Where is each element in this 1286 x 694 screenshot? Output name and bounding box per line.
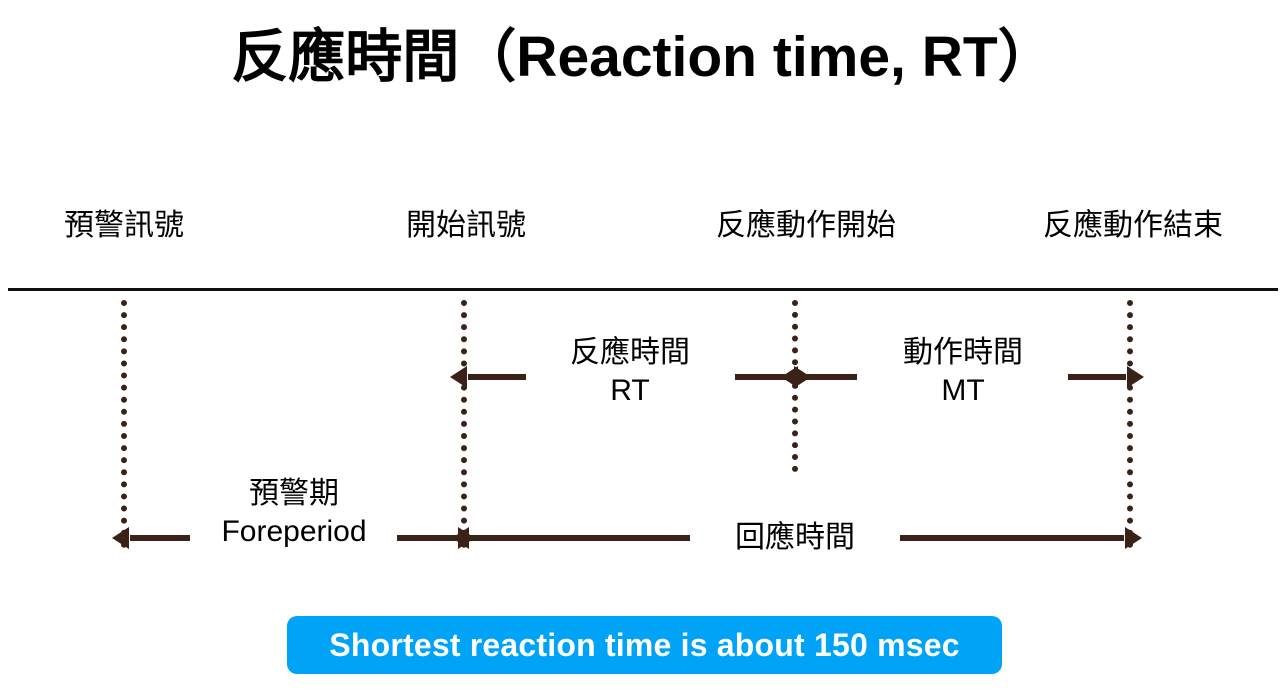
reaction-time-label-abbr: RT [610, 374, 650, 407]
event-marker-warning-signal [121, 300, 133, 548]
movement-time-arrow-left [799, 374, 857, 380]
movement-time-arrow-right [1068, 374, 1126, 380]
reaction-time-arrow-right [735, 374, 793, 380]
event-marker-start-signal [461, 300, 473, 548]
foreperiod-arrow-left [130, 535, 190, 541]
foreperiod-label-cn: 預警期 [248, 477, 339, 510]
response-time-caption: 回應時間 [735, 519, 855, 557]
reaction-time-caption: 反應時間 RT [570, 334, 690, 410]
event-label-response-move-end: 反應動作結束 [1043, 209, 1223, 242]
callout-box: Shortest reaction time is about 150 msec [287, 616, 1002, 674]
response-time-arrow-left [470, 535, 690, 541]
event-label-response-move-start: 反應動作開始 [716, 209, 896, 242]
movement-time-label-cn: 動作時間 [903, 336, 1023, 369]
response-time-arrow-right [900, 535, 1124, 541]
page-title: 反應時間（Reaction time, RT） [231, 25, 1055, 89]
foreperiod-arrow-right [397, 535, 457, 541]
movement-time-label-abbr: MT [941, 374, 985, 407]
foreperiod-label-en: Foreperiod [221, 515, 367, 548]
reaction-time-arrow-left [468, 374, 526, 380]
movement-time-caption: 動作時間 MT [903, 334, 1023, 410]
reaction-time-label-cn: 反應時間 [570, 336, 690, 369]
callout-text: Shortest reaction time is about 150 msec [329, 626, 960, 663]
event-label-start-signal: 開始訊號 [406, 209, 526, 242]
response-time-label-cn: 回應時間 [735, 521, 855, 554]
event-label-warning-signal: 預警訊號 [64, 209, 184, 242]
event-marker-response-move-end [1127, 300, 1139, 548]
timeline-baseline [8, 288, 1278, 291]
foreperiod-caption: 預警期 Foreperiod [221, 475, 366, 551]
